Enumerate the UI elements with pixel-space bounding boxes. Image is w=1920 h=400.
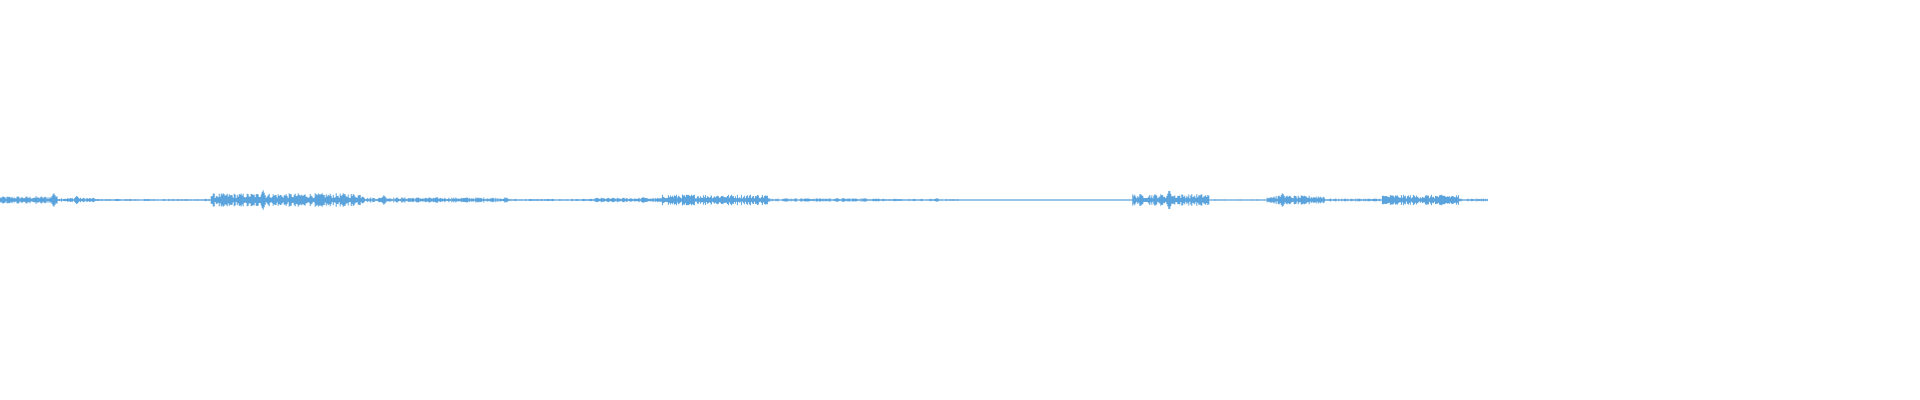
waveform-segment [594, 197, 663, 203]
waveform-segment [767, 198, 884, 202]
waveform-segment [1266, 193, 1325, 207]
waveform-path [1132, 191, 1210, 209]
waveform-segment [1324, 198, 1383, 202]
waveform-segment [1381, 194, 1459, 206]
waveform-path [508, 198, 596, 202]
waveform-path [1036, 199, 1133, 201]
waveform-segment [661, 194, 768, 206]
waveform-path [1266, 193, 1325, 207]
waveform-segment [95, 198, 212, 202]
waveform-segment [1132, 191, 1210, 209]
waveform-segment [959, 199, 1037, 201]
waveform-segment [508, 198, 596, 202]
waveform-path [1381, 194, 1459, 206]
waveform-segment [0, 193, 58, 207]
waveform-path [0, 193, 58, 207]
waveform-path [1324, 198, 1383, 202]
waveform-path [882, 198, 960, 202]
waveform-path [594, 197, 663, 203]
waveform-segment [1458, 198, 1488, 202]
waveform-path [210, 190, 365, 210]
waveform-path [1209, 199, 1268, 201]
waveform-segment [57, 196, 97, 204]
waveform-path [959, 199, 1037, 201]
waveform-path [767, 198, 884, 202]
waveform-segment [1209, 199, 1268, 201]
waveform-path [1458, 198, 1488, 202]
waveform-path [661, 194, 768, 206]
waveform-segment [882, 198, 960, 202]
waveform-path [364, 195, 509, 205]
waveform-segment [1036, 199, 1133, 201]
waveform-path [95, 198, 212, 202]
waveform-segment [210, 190, 365, 210]
waveform-segment [364, 195, 509, 205]
waveform-path [57, 196, 97, 204]
